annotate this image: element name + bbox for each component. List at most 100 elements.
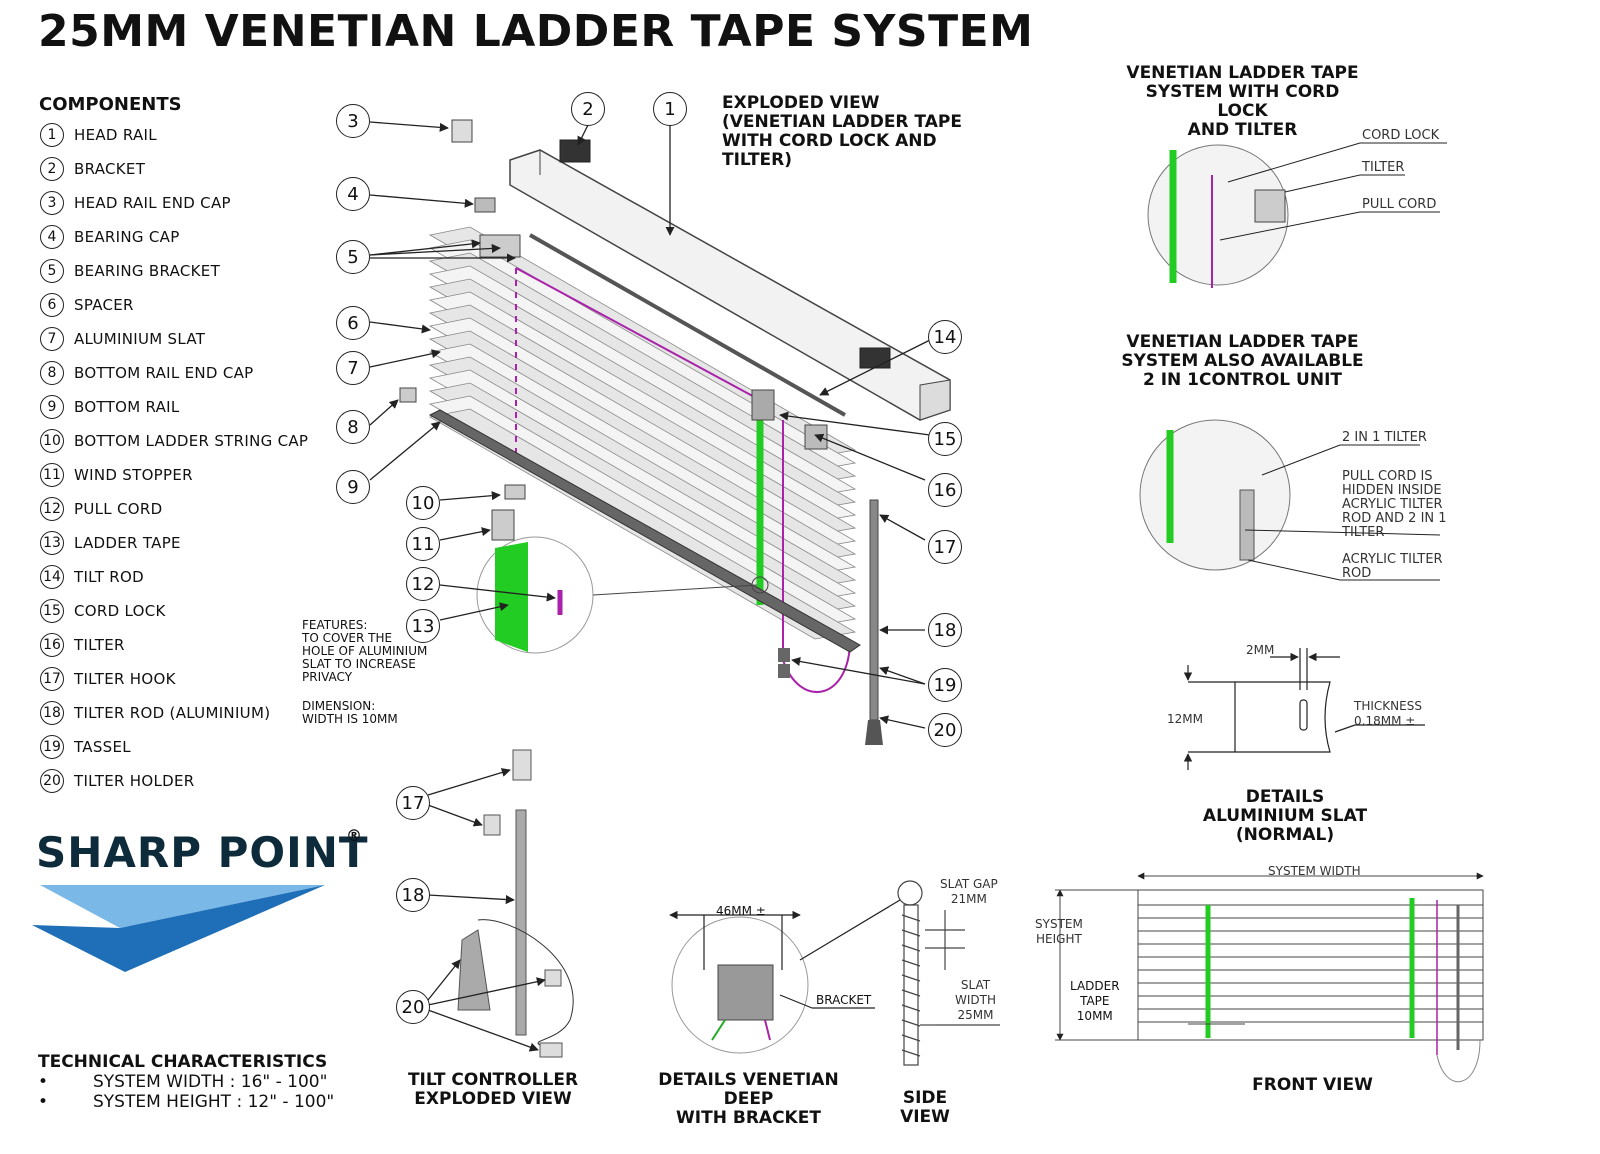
callout-5: 5 [336,240,370,274]
component-item: 18 TILTER ROD (ALUMINIUM) [40,696,308,730]
callout-19: 19 [928,668,962,702]
component-number: 10 [40,429,64,453]
front-view-caption: FRONT VIEW [1252,1075,1373,1095]
component-item: 9 BOTTOM RAIL [40,390,308,424]
cord-lock-heading: VENETIAN LADDER TAPE SYSTEM WITH CORD LO… [1126,63,1359,140]
component-number: 4 [40,225,64,249]
callout-2: 2 [571,92,605,126]
component-item: 12 PULL CORD [40,492,308,526]
component-number: 7 [40,327,64,351]
tilt-callout-20: 20 [396,990,430,1024]
tech-item-width: SYSTEM WIDTH : 16" - 100" [38,1072,334,1092]
component-label: HEAD RAIL [74,126,157,144]
component-label: TILTER HOLDER [74,772,195,790]
component-item: 15 CORD LOCK [40,594,308,628]
component-number: 1 [40,123,64,147]
components-heading: COMPONENTS [39,94,182,115]
component-item: 11 WIND STOPPER [40,458,308,492]
component-label: CORD LOCK [74,602,166,620]
side-view-caption: SIDE VIEW [900,1088,950,1127]
brand-name: SHARP POINT [36,828,369,877]
bracket-detail-caption: DETAILS VENETIAN DEEP WITH BRACKET [658,1070,839,1128]
component-item: 7 ALUMINIUM SLAT [40,322,308,356]
system-width-label: SYSTEM WIDTH [1268,864,1361,878]
features-note: FEATURES: TO COVER THE HOLE OF ALUMINIUM… [302,618,428,684]
component-number: 18 [40,701,64,725]
component-number: 14 [40,565,64,589]
component-item: 3 HEAD RAIL END CAP [40,186,308,220]
cord-lock-label: CORD LOCK [1362,128,1440,143]
two-in-one-tilter-label: 2 IN 1 TILTER [1342,430,1427,445]
tilt-callout-17: 17 [396,786,430,820]
component-label: BOTTOM RAIL END CAP [74,364,254,382]
component-label: BOTTOM RAIL [74,398,180,416]
component-item: 13 LADDER TAPE [40,526,308,560]
tilt-callout-18: 18 [396,878,430,912]
callout-15: 15 [928,422,962,456]
control-unit-heading: VENETIAN LADDER TAPE SYSTEM ALSO AVAILAB… [1121,332,1364,390]
head-rail-drawing [509,149,951,421]
component-item: 14 TILT ROD [40,560,308,594]
ladder-tape-label: LADDER TAPE 10MM [1070,979,1120,1023]
page-title: 25MM VENETIAN LADDER TAPE SYSTEM [38,6,1034,57]
slat-width-label: SLAT WIDTH 25MM [955,978,996,1022]
pull-cord-hidden-label: PULL CORD IS HIDDEN INSIDE ACRYLIC TILTE… [1342,469,1447,540]
component-number: 15 [40,599,64,623]
callout-4: 4 [336,177,370,211]
component-label: TILTER [74,636,125,654]
component-number: 16 [40,633,64,657]
dim-12mm: 12MM [1167,712,1203,726]
component-label: BRACKET [74,160,146,178]
callout-7: 7 [336,351,370,385]
side-view-drawing [897,880,1000,1066]
pull-cord-label: PULL CORD [1362,197,1437,212]
component-number: 11 [40,463,64,487]
component-label: PULL CORD [74,500,163,518]
component-label: TILT ROD [74,568,144,586]
dim-2mm: 2MM [1246,643,1275,657]
acrylic-tilter-rod-label: ACRYLIC TILTER ROD [1342,552,1443,581]
registered-mark: ® [346,826,362,845]
component-number: 12 [40,497,64,521]
component-item: 1 HEAD RAIL [40,118,308,152]
component-item: 6 SPACER [40,288,308,322]
sharp-point-logo [32,885,325,972]
slat-detail-heading: DETAILS ALUMINIUM SLAT (NORMAL) [1202,787,1368,845]
component-number: 6 [40,293,64,317]
callout-8: 8 [336,410,370,444]
component-number: 9 [40,395,64,419]
component-label: TILTER ROD (ALUMINIUM) [74,704,271,722]
tilter-label: TILTER [1362,160,1405,175]
callout-18: 18 [928,613,962,647]
component-label: ALUMINIUM SLAT [74,330,206,348]
front-view-drawing [1055,872,1484,1083]
callout-1: 1 [653,92,687,126]
component-item: 16 TILTER [40,628,308,662]
bracket-dim: 46MM ± [716,904,766,918]
callout-9: 9 [336,470,370,504]
callout-13: 13 [406,609,440,643]
system-height-label: SYSTEM HEIGHT [1035,917,1083,946]
thickness-label: THICKNESS 0.18MM ± [1354,699,1422,728]
component-number: 13 [40,531,64,555]
component-label: SPACER [74,296,134,314]
component-label: HEAD RAIL END CAP [74,194,231,212]
component-label: WIND STOPPER [74,466,193,484]
component-number: 5 [40,259,64,283]
callout-3: 3 [336,104,370,138]
slat-detail-drawing [1183,648,1425,770]
component-number: 3 [40,191,64,215]
dimension-note: DIMENSION: WIDTH IS 10MM [302,699,398,726]
bracket-label: BRACKET [816,993,872,1007]
component-label: TILTER HOOK [74,670,176,688]
callout-14: 14 [928,320,962,354]
component-label: LADDER TAPE [74,534,181,552]
